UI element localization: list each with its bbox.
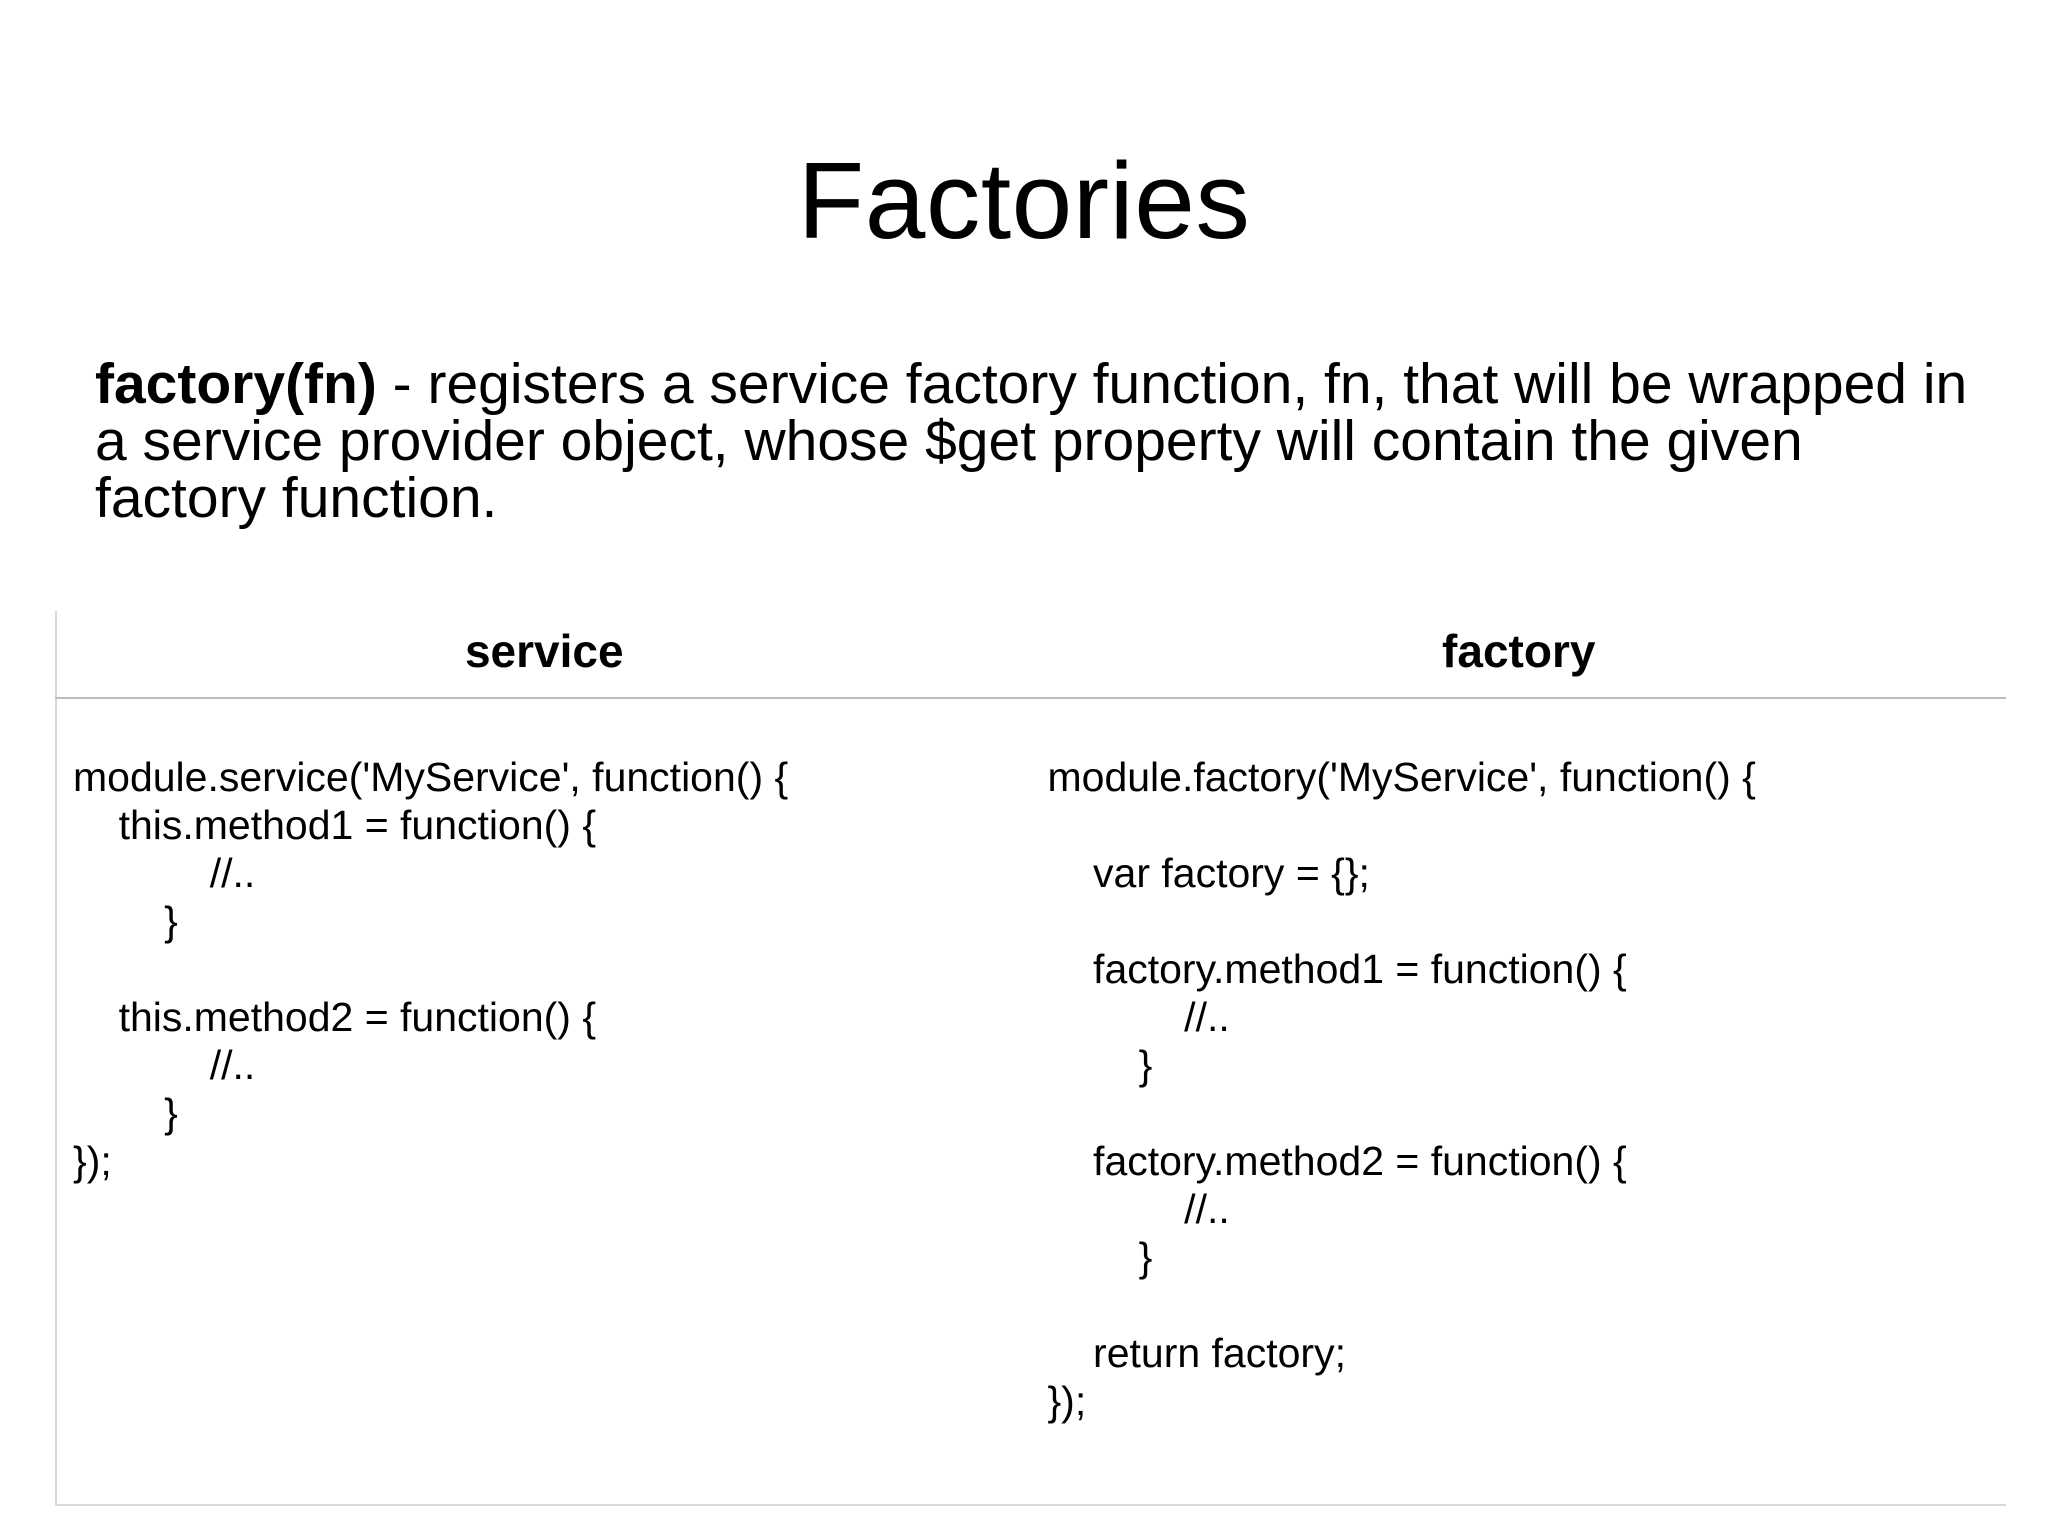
column-header-service: service bbox=[56, 610, 1032, 699]
code-block-factory: module.factory('MyService', function() {… bbox=[1047, 753, 1756, 1424]
service-factory-comparison-table: service factory module.service('MyServic… bbox=[55, 610, 2006, 1506]
code-block-service: module.service('MyService', function() {… bbox=[73, 753, 789, 1184]
description-text: - registers a service factory function, … bbox=[95, 351, 1968, 530]
service-code-cell: module.service('MyService', function() {… bbox=[56, 698, 1031, 1505]
page-title: Factories bbox=[797, 140, 1251, 262]
description: factory(fn) - registers a service factor… bbox=[95, 355, 1977, 527]
factory-code-cell: module.factory('MyService', function() {… bbox=[1031, 698, 2006, 1505]
column-header-factory: factory bbox=[1031, 610, 2006, 699]
table-header-row: service factory bbox=[56, 610, 2006, 699]
description-term: factory(fn) bbox=[95, 351, 377, 416]
table-body-row: module.service('MyService', function() {… bbox=[56, 698, 2006, 1505]
